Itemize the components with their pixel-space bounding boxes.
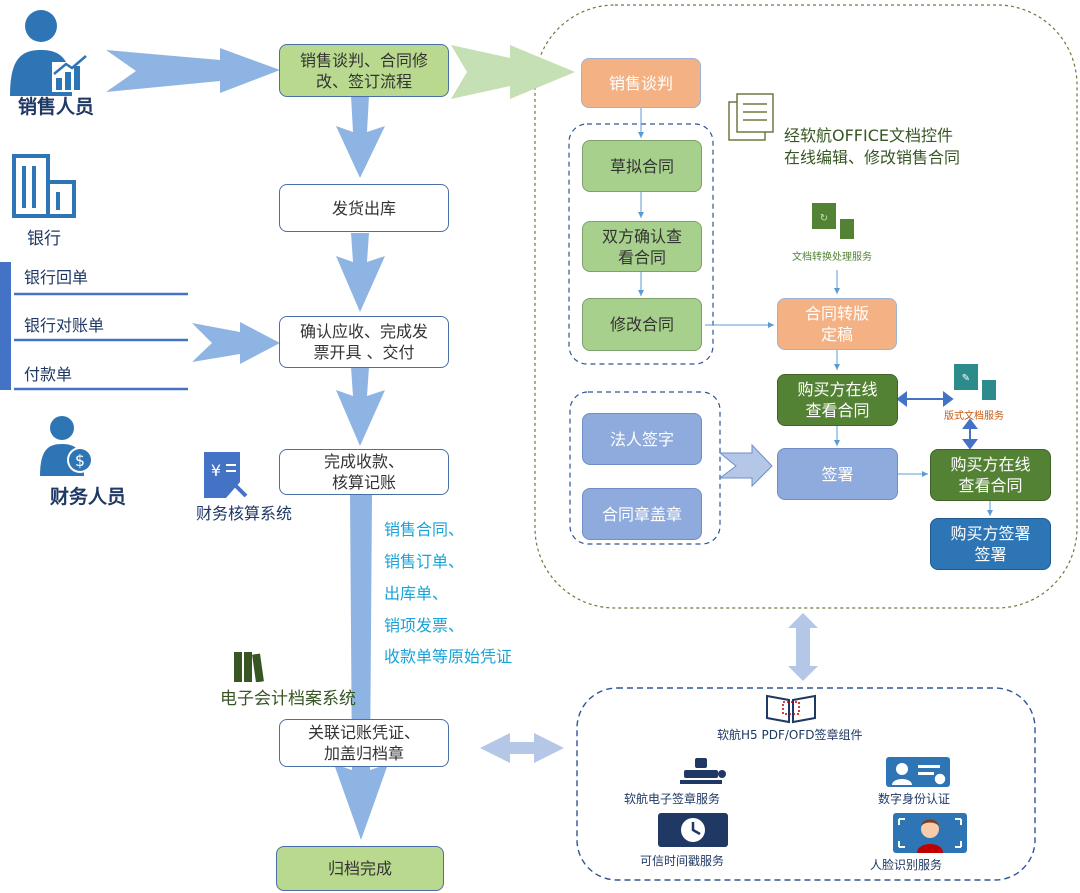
svg-text:¥: ¥ [211, 461, 221, 480]
flow-step-negotiation: 销售谈判、合同修 改、签订流程 [279, 44, 449, 97]
buyer-view-contract-2: 购买方在线 查看合同 [930, 449, 1051, 501]
contract-arrow [451, 45, 575, 99]
buyer-sign: 购买方签署 签署 [930, 518, 1051, 570]
finance-system-label: 财务核算系统 [196, 504, 293, 523]
office-edit-note: 经软航OFFICE文档控件 在线编辑、修改销售合同 [784, 126, 961, 167]
digital-id-card-icon [886, 757, 950, 791]
h5-signature-book-icon [765, 692, 817, 728]
contract-seal: 合同章盖章 [582, 488, 702, 540]
timestamp-clock-icon [658, 813, 728, 851]
flow-step-link-voucher: 关联记账凭证、 加盖归档章 [279, 719, 449, 767]
buyer-view-contract-1: 购买方在线 查看合同 [777, 374, 898, 426]
finance-role-label: 财务人员 [50, 486, 127, 508]
convert-service-label: 文档转换处理服务 [792, 252, 872, 263]
sales-person-icon [8, 4, 88, 100]
flow-step-shipping: 发货出库 [279, 184, 449, 232]
voucher-item: 出库单、 [384, 584, 449, 603]
flow-step-archived: 归档完成 [276, 846, 444, 891]
main-flow-arrows [334, 96, 388, 840]
sign-arrow [718, 443, 773, 488]
layout-service-label: 版式文档服务 [944, 411, 1004, 422]
voucher-item: 收款单等原始凭证 [384, 647, 513, 666]
voucher-item: 销售订单、 [384, 552, 465, 571]
sales-role-label: 销售人员 [18, 96, 95, 118]
voucher-item: 销售合同、 [384, 520, 465, 539]
bank-docs-bar [0, 262, 11, 390]
h5-component-label: 软航H5 PDF/OFD签章组件 [717, 728, 863, 742]
service-link-arrow [788, 613, 818, 681]
finance-receipt-icon: ¥ [200, 450, 250, 504]
flow-step-invoice: 确认应收、完成发 票开具 、交付 [279, 316, 449, 368]
bank-doc-receipt: 银行回单 [24, 268, 89, 287]
bank-arrow [192, 322, 280, 364]
face-recognition-icon [893, 813, 967, 857]
digital-id-label: 数字身份认证 [878, 792, 951, 806]
contract-draft: 草拟合同 [582, 140, 702, 192]
archive-service-arrow [480, 733, 564, 763]
contract-negotiation: 销售谈判 [581, 58, 701, 108]
archive-system-label: 电子会计档案系统 [220, 689, 356, 709]
voucher-item: 销项发票、 [384, 616, 465, 635]
timestamp-service-label: 可信时间戳服务 [640, 854, 725, 868]
svg-text:↻: ↻ [820, 213, 828, 224]
bank-role-label: 银行 [27, 229, 61, 249]
contract-modify: 修改合同 [582, 298, 702, 351]
svg-text:✎: ✎ [962, 373, 970, 384]
contract-process-region [534, 4, 1078, 609]
face-recognition-label: 人脸识别服务 [870, 858, 943, 872]
contract-confirm: 双方确认查 看合同 [582, 221, 702, 272]
document-convert-icon: ↻ [812, 201, 856, 245]
finance-person-icon: $ [40, 412, 96, 482]
document-list-icon [727, 92, 777, 146]
layout-document-icon: ✎ [950, 364, 1000, 406]
sign-step: 签署 [777, 448, 898, 500]
services-region [576, 687, 1036, 881]
svg-text:$: $ [75, 451, 85, 470]
bank-building-icon [12, 154, 76, 222]
esign-service-label: 软航电子签章服务 [624, 792, 721, 806]
contract-convert: 合同转版 定稿 [777, 298, 897, 350]
bank-doc-payment: 付款单 [24, 365, 73, 384]
archive-books-icon [232, 650, 266, 686]
sales-arrow [106, 48, 280, 93]
e-seal-stamp-icon [678, 758, 728, 790]
bank-doc-statement: 银行对账单 [24, 316, 105, 335]
signing-group [569, 391, 721, 545]
legal-person-sign: 法人签字 [582, 413, 702, 465]
flow-step-collection: 完成收款、 核算记账 [279, 449, 449, 495]
